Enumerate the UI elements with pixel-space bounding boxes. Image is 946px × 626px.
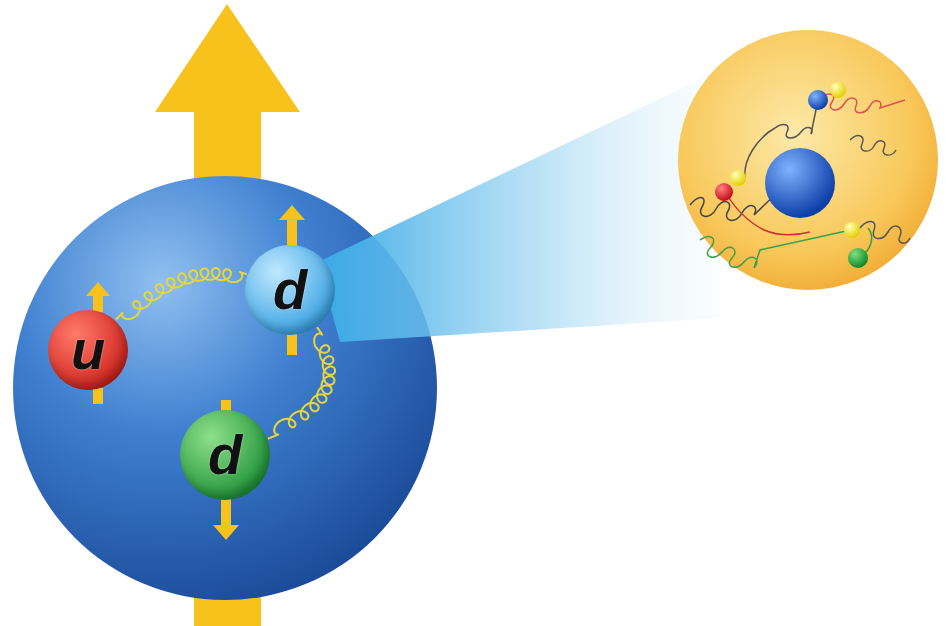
sea-antiquark (830, 82, 846, 98)
zoom-circle (678, 30, 938, 290)
valence-quark (765, 148, 835, 218)
quark-label: d (273, 262, 307, 318)
quark-sphere: d (180, 410, 270, 500)
gluon-spring (268, 327, 335, 439)
sea-quark (715, 183, 733, 201)
quark-sphere: d (245, 245, 335, 335)
gluon-spring (116, 268, 247, 320)
sea-antiquark (730, 170, 746, 186)
zoom-beam (318, 70, 720, 342)
quark-sphere: u (48, 310, 128, 390)
sea-quark (848, 248, 868, 268)
sea-quark (808, 90, 828, 110)
sea-gluons (690, 94, 910, 268)
quark-label: u (71, 322, 105, 378)
quark-label: d (208, 427, 242, 483)
sea-antiquark (844, 222, 860, 238)
spin-arrow (155, 4, 300, 200)
